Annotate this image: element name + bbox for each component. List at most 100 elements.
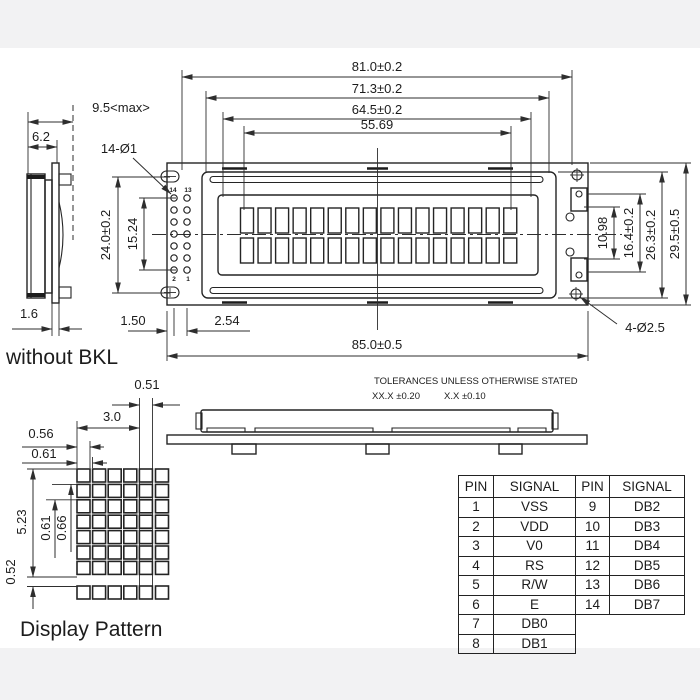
bottom-letterbox [0, 648, 700, 700]
dot [154, 483, 170, 499]
dot [154, 560, 170, 576]
cursor-dot [91, 585, 107, 600]
right-mount-features [565, 168, 588, 301]
glass-top-edge [27, 175, 45, 179]
dot [138, 529, 154, 545]
signal-cell: VSS [493, 497, 576, 518]
dot [107, 483, 122, 499]
cursor-dot [154, 585, 170, 600]
pin-hole [170, 206, 178, 214]
char-cell [467, 237, 483, 264]
signal-cell: DB3 [609, 516, 685, 537]
profile-tab-3 [498, 443, 523, 455]
pin-cell: 2 [458, 516, 494, 537]
dim-window-width: 64.5±0.2 [352, 102, 403, 117]
pin-cell: 11 [575, 536, 610, 557]
profile-foot-2 [254, 427, 374, 432]
note-mount-holes: 4-Ø2.5 [625, 320, 665, 335]
pin-hole [183, 218, 191, 226]
dot [138, 560, 154, 576]
pin-cell: 6 [458, 594, 494, 615]
pin-cell: 8 [458, 633, 494, 654]
profile-tab-2 [365, 443, 390, 455]
glass-bottom-edge [27, 293, 45, 297]
char-cell [327, 237, 342, 264]
char-cell [327, 207, 342, 234]
dot [154, 498, 170, 514]
signal-cell: DB0 [493, 614, 576, 635]
char-cell [380, 207, 395, 234]
left-mount-slots [160, 170, 180, 299]
signal-cell: DB2 [609, 497, 685, 518]
frame-bar [44, 179, 53, 294]
dot [91, 529, 107, 545]
dim-hole-span-v: 24.0±0.2 [98, 210, 113, 261]
profile-pcb [166, 434, 588, 445]
char-cell [345, 237, 360, 264]
dot [91, 514, 107, 530]
bezel-outline [201, 171, 557, 299]
signal-cell: VDD [493, 516, 576, 537]
char-cell [257, 207, 272, 234]
char-cell [239, 207, 255, 234]
pin-cell: 5 [458, 575, 494, 596]
signal-cell: DB1 [493, 633, 576, 654]
dot [123, 483, 138, 499]
dim-active-width: 55.69 [361, 117, 394, 132]
dim-bezel-height: 26.3±0.2 [643, 210, 658, 261]
signal-cell: R/W [493, 575, 576, 596]
pin-hole [183, 242, 191, 250]
char-cell [362, 207, 378, 234]
profile-tab-1 [231, 443, 257, 455]
signal-cell: DB7 [609, 594, 685, 615]
dim-pcb-height: 29.5±0.5 [667, 209, 682, 260]
dot [123, 498, 138, 514]
side-view: 9.5<max> 6.2 1.6 without BKL [5, 100, 150, 369]
dot [76, 468, 91, 483]
dot [154, 468, 170, 483]
note-pin-holes: 14-Ø1 [101, 141, 137, 156]
dot [154, 514, 170, 530]
profile-foot-3 [391, 427, 511, 432]
pin-number-2: 2 [172, 276, 176, 283]
char-cell [397, 207, 413, 234]
front-view-dimensions: 81.0±0.2 71.3±0.2 64.5±0.2 55.69 85.0±0.… [98, 59, 691, 361]
dot [76, 529, 91, 545]
char-cell [450, 207, 465, 234]
pin-hole [183, 266, 191, 274]
dot [91, 498, 107, 514]
pin-table-header-signal: SIGNAL [609, 475, 685, 498]
bezel-slot-top [209, 175, 544, 184]
side-view-caption: without BKL [5, 346, 118, 369]
char-cell [485, 237, 500, 264]
pin-cell: 3 [458, 536, 494, 557]
dim-pin-pitch: 2.54 [214, 313, 239, 328]
dim-char-gap: 0.51 [134, 377, 159, 392]
dim-pin-offset: 1.50 [120, 313, 145, 328]
char-cell [415, 207, 430, 234]
char-cell [380, 237, 395, 264]
dot [76, 514, 91, 530]
dot [107, 514, 122, 530]
bezel-tabs [222, 167, 513, 304]
char-cell [485, 207, 500, 234]
dot [138, 468, 154, 483]
dot [107, 529, 122, 545]
top-letterbox [0, 0, 700, 48]
dot [91, 545, 107, 560]
display-pattern: 0.51 3.0 0.56 0.61 5.23 0.61 [3, 377, 180, 641]
dim-window-height: 16.4±0.2 [621, 208, 636, 259]
char-cell [345, 207, 360, 234]
char-cell [257, 237, 272, 264]
char-cell [503, 207, 518, 234]
character-cells [239, 207, 518, 264]
